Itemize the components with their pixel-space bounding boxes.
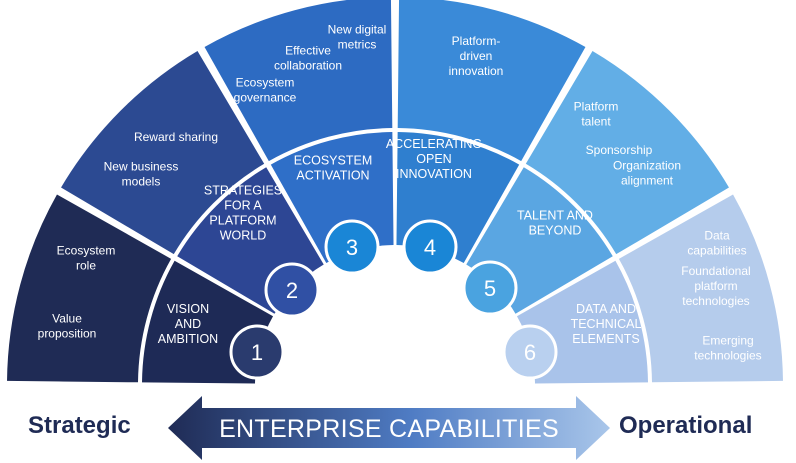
number-badge-label: 1 <box>251 340 263 365</box>
number-badge-label: 4 <box>424 235 436 260</box>
number-badge-3 <box>324 219 380 275</box>
outer-segment-3 <box>204 0 393 162</box>
outer-segment-5 <box>525 51 729 255</box>
capability-item: Sponsorship <box>586 143 653 157</box>
number-badge-label: 5 <box>484 276 496 301</box>
outer-segment-1 <box>7 194 172 383</box>
number-badge-label: 6 <box>524 340 536 365</box>
double-arrow-icon <box>168 396 610 460</box>
operational-label: Operational <box>619 412 753 439</box>
capability-item: Reward sharing <box>134 130 218 144</box>
number-badge-2 <box>264 262 320 318</box>
number-badge-4 <box>402 219 458 275</box>
number-badge-1 <box>229 324 285 380</box>
enterprise-capabilities-arrow: ENTERPRISE CAPABILITIES <box>168 396 610 460</box>
outer-segment-4 <box>397 0 586 162</box>
enterprise-capabilities-label: ENTERPRISE CAPABILITIES <box>219 415 559 443</box>
outer-segment-2 <box>61 51 265 255</box>
number-badge-6 <box>502 324 558 380</box>
outer-segment-6 <box>618 194 783 383</box>
number-badge-label: 3 <box>346 235 358 260</box>
strategic-label: Strategic <box>28 412 131 439</box>
number-badge-label: 2 <box>286 278 298 303</box>
number-badge-5 <box>462 260 518 316</box>
